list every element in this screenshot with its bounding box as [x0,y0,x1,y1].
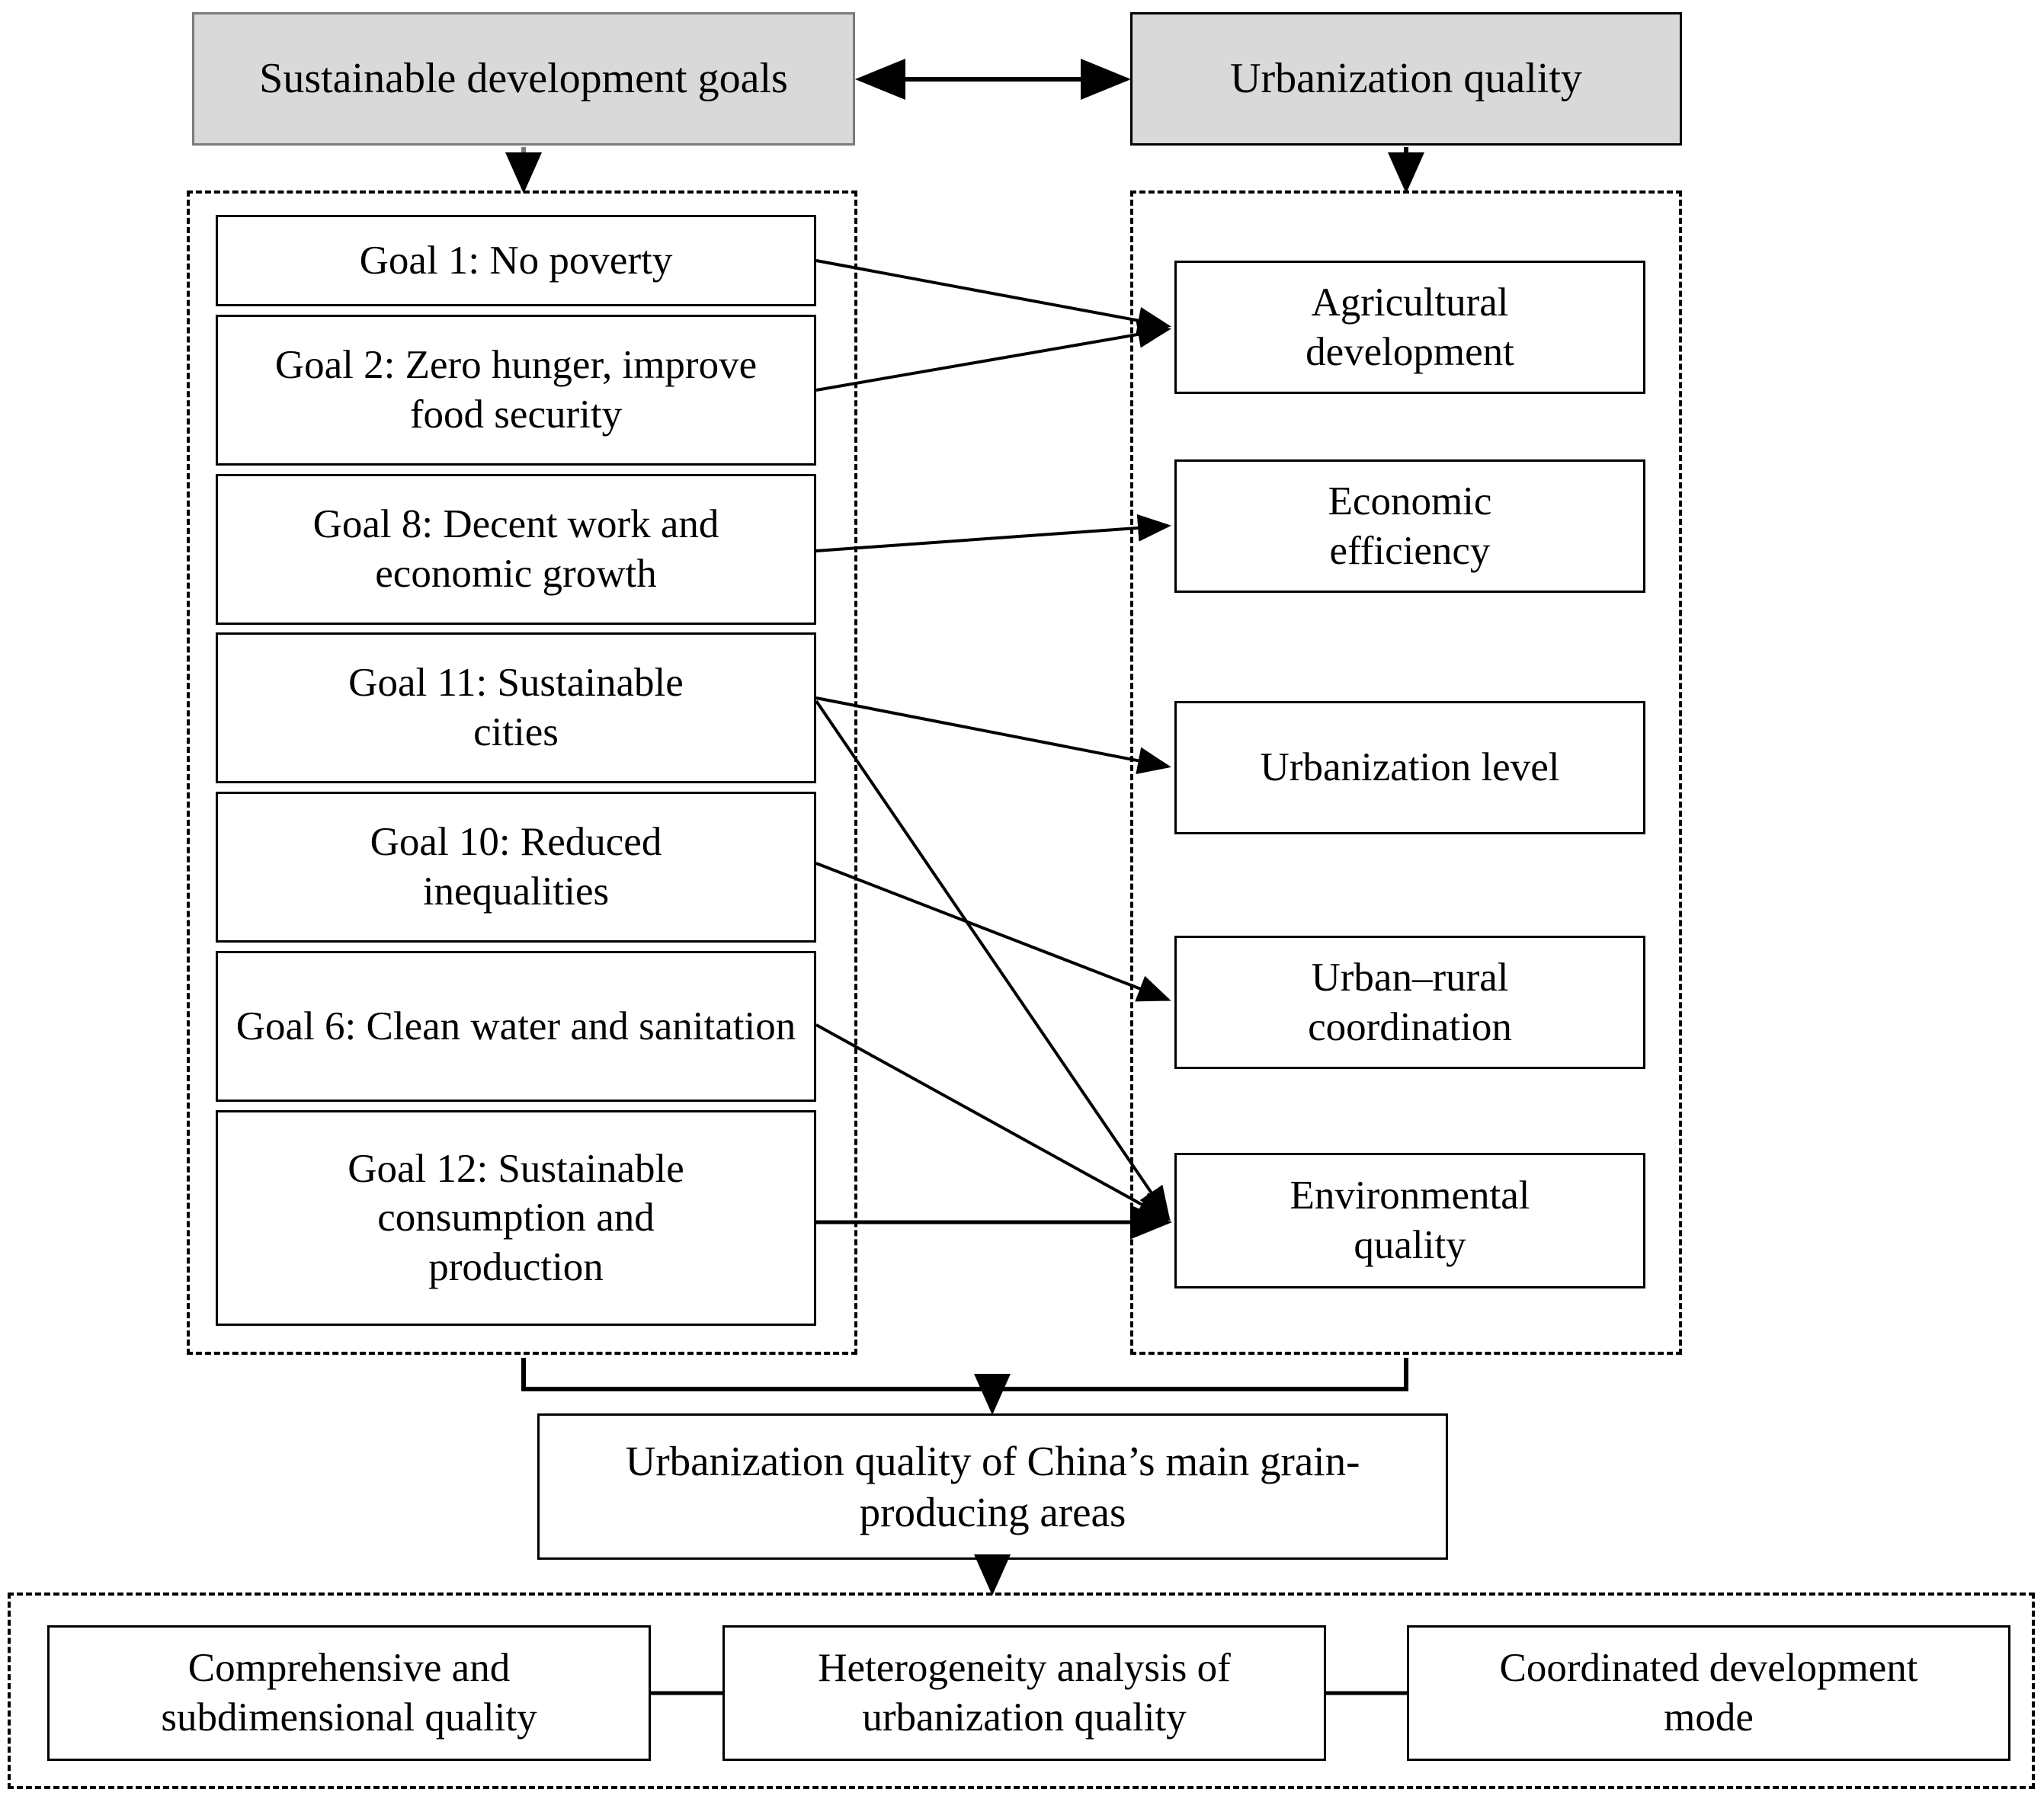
connector-dimensions-group-to-result [992,1358,1408,1391]
dimension-box-environmental-quality[interactable]: Environmental quality [1174,1153,1645,1288]
outcome-label-3: Coordinated development mode [1499,1646,1918,1740]
header-right-label: Urbanization quality [1230,55,1582,103]
outcome-box-comprehensive-subdimensional-quality[interactable]: Comprehensive and subdimensional quality [47,1625,651,1761]
dimension-label-agri: Agricultural development [1306,280,1514,374]
edge-goal10-to-urban-rural [815,862,1171,1002]
outcome-box-coordinated-development-mode[interactable]: Coordinated development mode [1407,1625,2010,1761]
goal-label-8: Goal 8: Decent work and economic growth [312,502,719,596]
goal-box-2[interactable]: Goal 2: Zero hunger, improve food securi… [216,315,816,466]
edge-goal11-to-urbanization-level [815,696,1171,775]
goal-box-6[interactable]: Goal 6: Clean water and sanitation [216,951,816,1102]
goal-box-8[interactable]: Goal 8: Decent work and economic growth [216,474,816,625]
result-box-urbanization-quality-grain-areas[interactable]: Urbanization quality of China’s main gra… [537,1413,1448,1560]
dimension-box-urbanization-level[interactable]: Urbanization level [1174,701,1645,834]
dimension-label-urcoo: Urban–rural coordination [1308,955,1512,1049]
connector-goals-group-to-result [521,1358,995,1410]
outcome-box-heterogeneity-analysis[interactable]: Heterogeneity analysis of urbanization q… [722,1625,1326,1761]
edge-goal11-to-environmental [815,699,1171,1221]
dimension-label-econ: Economic efficiency [1328,479,1492,573]
edge-goal2-to-agricultural [815,321,1171,392]
dimension-box-agricultural-development[interactable]: Agricultural development [1174,261,1645,394]
goal-label-6: Goal 6: Clean water and sanitation [235,1004,796,1048]
header-sustainable-development-goals: Sustainable development goals [192,12,855,146]
goal-label-11: Goal 11: Sustainable cities [348,661,684,754]
edge-goal8-to-economic [815,514,1171,552]
result-label: Urbanization quality of China’s main gra… [625,1437,1360,1535]
goal-label-12: Goal 12: Sustainable consumption and pro… [348,1146,684,1289]
dimension-box-urban-rural-coordination[interactable]: Urban–rural coordination [1174,936,1645,1069]
outcomes-group-container [8,1593,2035,1789]
edge-goal6-to-environmental [815,1023,1171,1221]
goal-box-12[interactable]: Goal 12: Sustainable consumption and pro… [216,1110,816,1326]
goal-label-1: Goal 1: No poverty [359,238,673,283]
dimension-label-urblv: Urbanization level [1260,745,1560,790]
goal-box-10[interactable]: Goal 10: Reduced inequalities [216,792,816,943]
goal-label-10: Goal 10: Reduced inequalities [370,820,662,914]
goal-box-1[interactable]: Goal 1: No poverty [216,215,816,306]
edge-goal1-to-agricultural [815,259,1171,335]
header-left-label: Sustainable development goals [259,55,788,103]
dimension-box-economic-efficiency[interactable]: Economic efficiency [1174,459,1645,593]
dimension-label-envq: Environmental quality [1290,1173,1530,1267]
goal-label-2: Goal 2: Zero hunger, improve food securi… [274,343,758,437]
header-urbanization-quality: Urbanization quality [1130,12,1682,146]
outcome-label-2: Heterogeneity analysis of urbanization q… [818,1646,1231,1740]
goal-box-11[interactable]: Goal 11: Sustainable cities [216,632,816,783]
outcome-label-1: Comprehensive and subdimensional quality [161,1646,537,1740]
